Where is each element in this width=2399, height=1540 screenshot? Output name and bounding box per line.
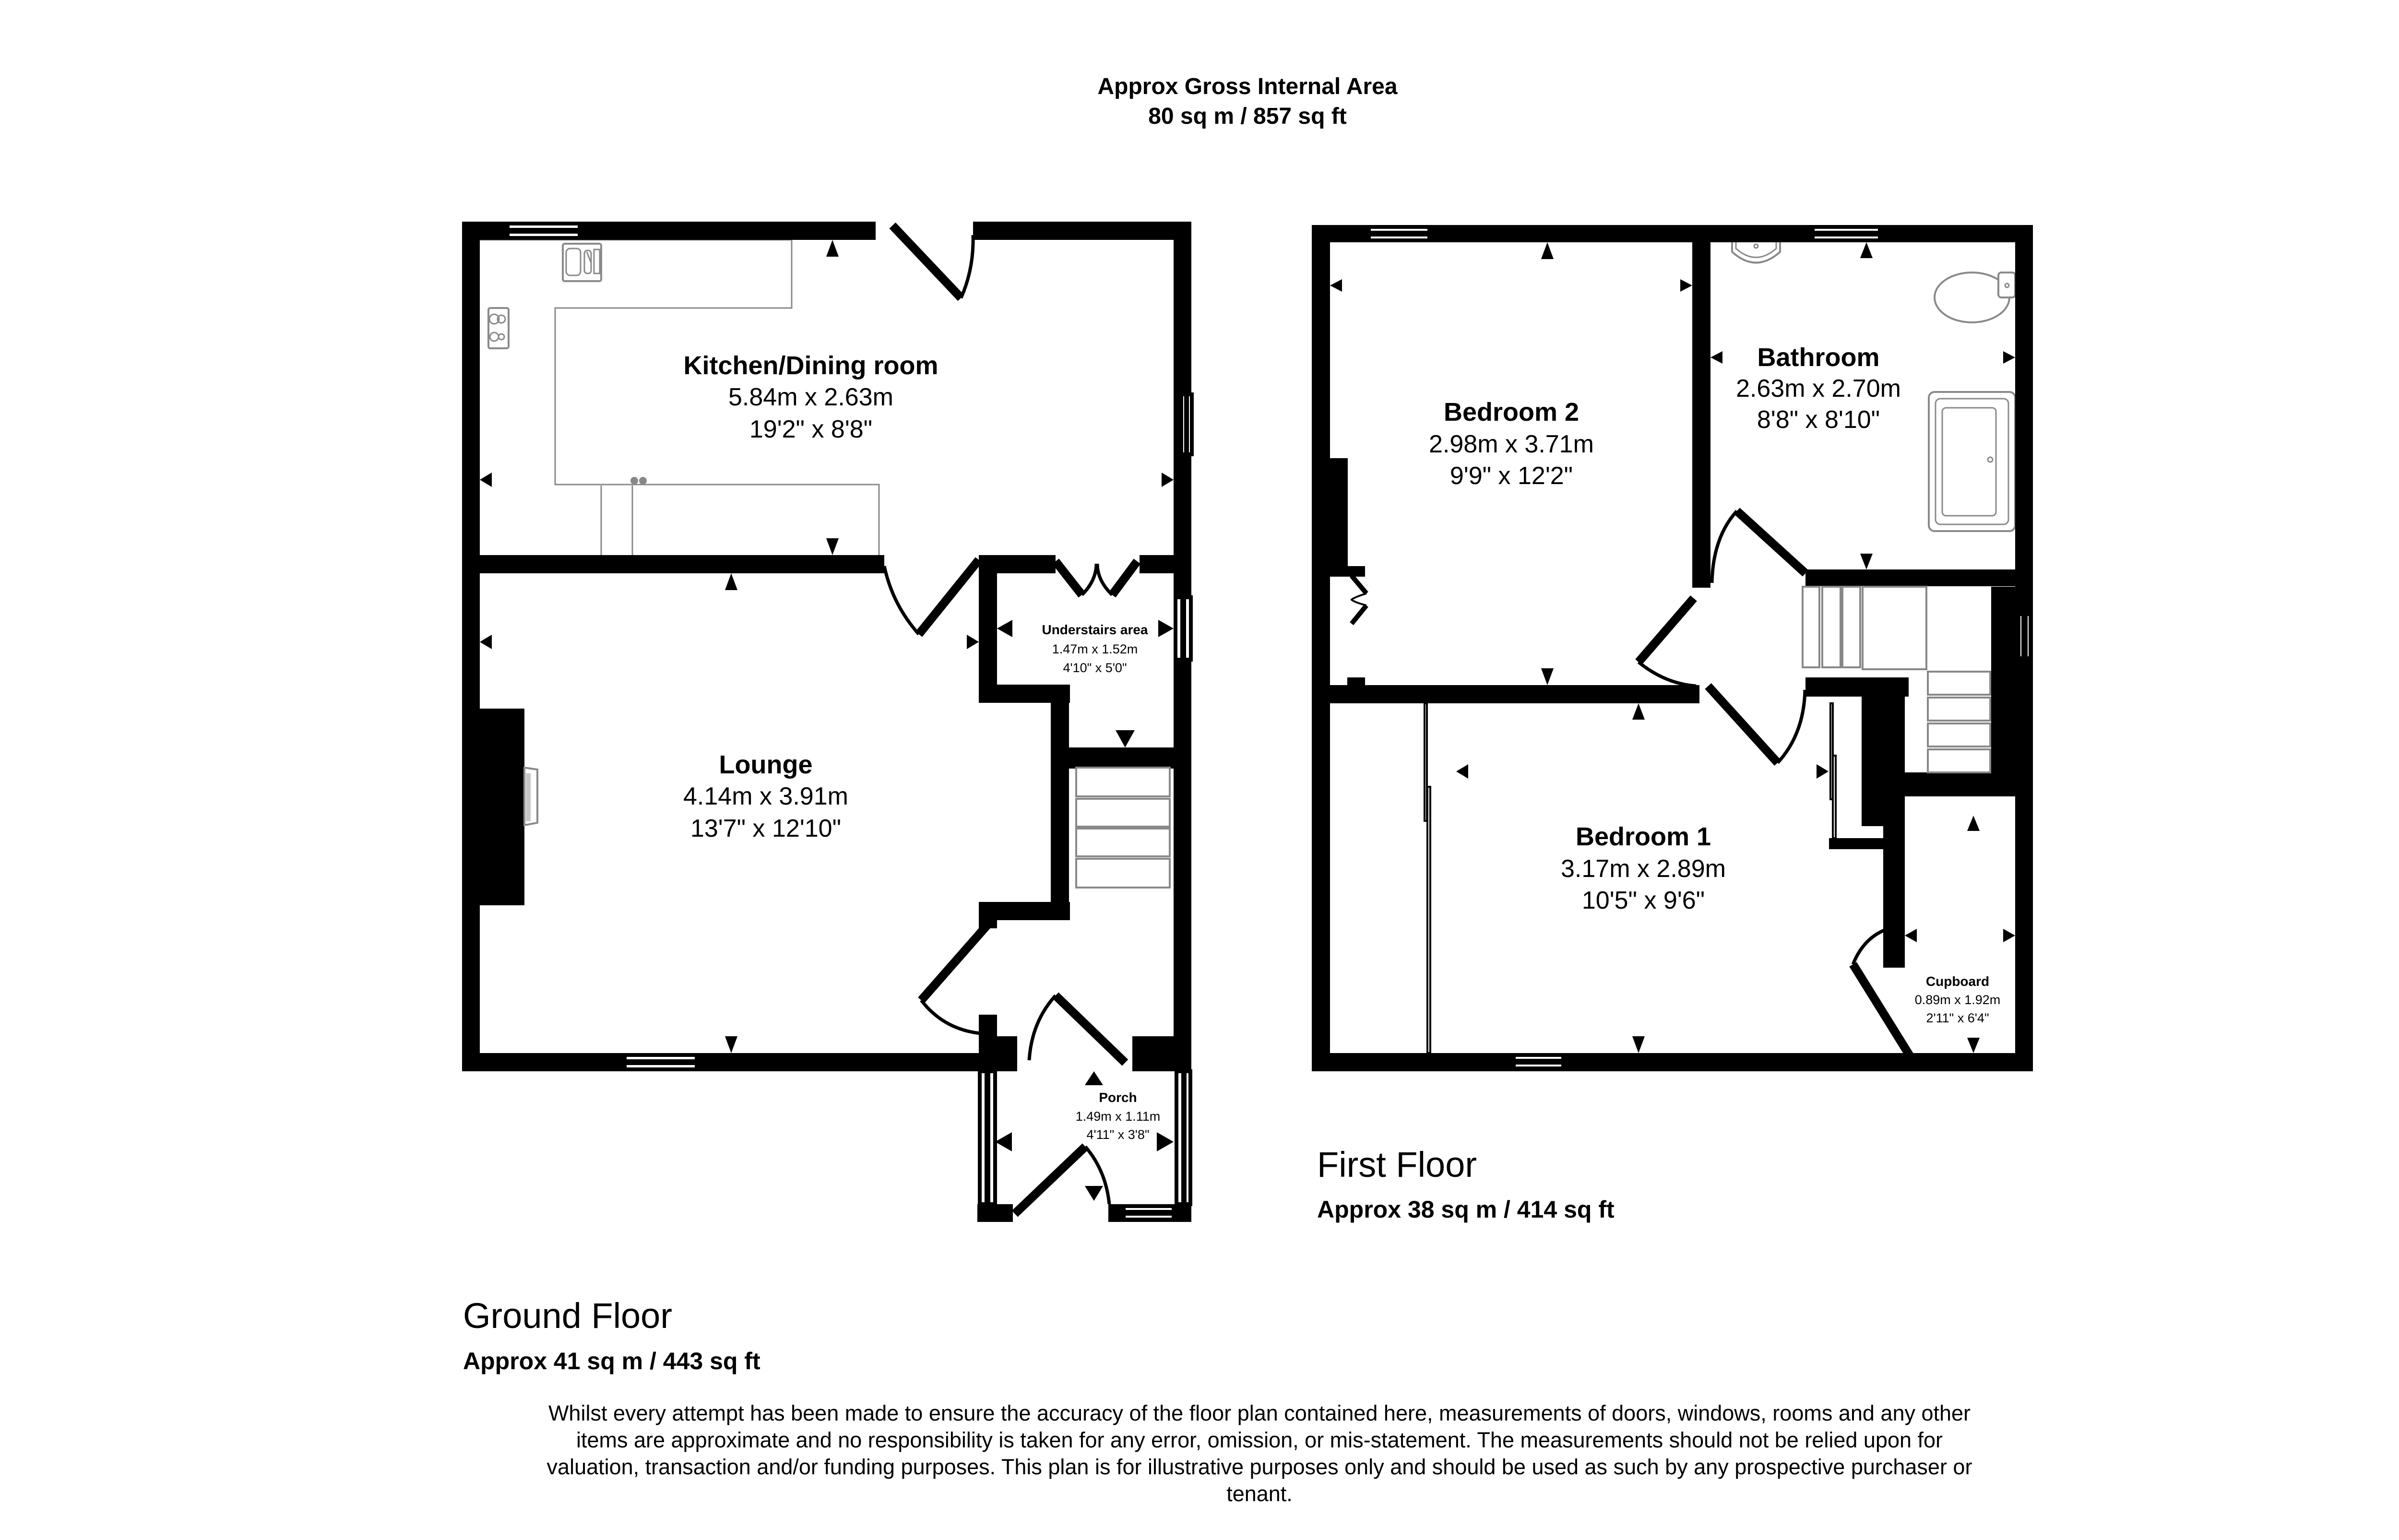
hall-porch-door (1027, 992, 1128, 1066)
understairs-imperial: 4'10" x 5'0" (1063, 661, 1127, 675)
stairs-right-wall (1991, 587, 2015, 796)
bathroom-bottom-wall (1805, 569, 2033, 586)
room-bedroom2: Bedroom 2 2.98m x 3.71m 9'9" x 12'2" (1429, 398, 1594, 490)
bedroom2-metric: 2.98m x 3.71m (1429, 430, 1594, 458)
first-stairs (1802, 586, 1991, 773)
bedroom1-name: Bedroom 1 (1576, 822, 1711, 851)
fireplace-icon (523, 766, 538, 827)
bathroom-door (1710, 508, 1809, 583)
room-lounge: Lounge 4.14m x 3.91m 13'7" x 12'10" (683, 750, 848, 842)
kitchen-lounge-wall (462, 555, 884, 573)
gross-internal-area: Approx Gross Internal Area 80 sq m / 857… (0, 72, 2399, 131)
wardrobe-bottom-stub (1347, 677, 1365, 687)
porch-metric: 1.49m x 1.11m (1076, 1109, 1161, 1124)
cupboard-door (1849, 924, 1913, 1058)
lounge-imperial: 13'7" x 12'10" (690, 815, 841, 842)
understairs-left-wall (979, 555, 997, 699)
lounge-window-bottom (623, 1053, 699, 1071)
lounge-chimney-breast (480, 709, 524, 905)
kitchen-window-top (506, 222, 582, 240)
cupboard-name: Cupboard (1926, 974, 1989, 989)
bedroom2-imperial: 9'9" x 12'2" (1450, 462, 1573, 490)
stairs-left-wall (1051, 685, 1069, 915)
first-wall-left (1312, 225, 1330, 1071)
cupboard-metric: 0.89m x 1.92m (1915, 993, 2001, 1007)
bedroom1-window (1512, 1053, 1565, 1070)
porch-wall-left-block (979, 1036, 1017, 1071)
ground-stairs (1075, 767, 1171, 888)
porch-wall-right-block (1132, 1036, 1191, 1071)
understairs-double-door (1052, 558, 1141, 598)
stair-divider-wall (1862, 677, 1883, 826)
first-measure-arrows (1330, 242, 2015, 1053)
wardrobe-top-stub (1347, 566, 1365, 577)
understairs-name: Understairs area (1042, 622, 1148, 637)
bedroom2-chimney (1330, 458, 1348, 576)
lounge-hall-door (918, 918, 994, 1036)
bedroom1-imperial: 10'5" x 9'6" (1582, 887, 1705, 914)
bathroom-metric: 2.63m x 2.70m (1736, 375, 1901, 403)
toilet-icon (1934, 272, 2016, 323)
porch-name: Porch (1099, 1090, 1137, 1105)
room-cupboard: Cupboard 0.89m x 1.92m 2'11" x 6'4" (1915, 974, 2001, 1025)
cupboard-left-wall (1883, 677, 1905, 968)
cupboard-imperial: 2'11" x 6'4" (1926, 1011, 1989, 1025)
kitchen-window-right (1179, 392, 1194, 456)
kitchen-back-door (889, 222, 975, 301)
first-floor-title: First Floor (1317, 1145, 1477, 1185)
kitchen-metric: 5.84m x 2.63m (728, 383, 893, 411)
lounge-name: Lounge (719, 750, 813, 779)
gia-title: Approx Gross Internal Area (1097, 74, 1398, 99)
porch-imperial: 4'11" x 3'8" (1086, 1127, 1149, 1142)
cupboard-ledge (1829, 838, 1905, 849)
room-bedroom1: Bedroom 1 3.17m x 2.89m 10'5" x 9'6" (1561, 822, 1726, 914)
porch-structure (977, 1069, 1192, 1222)
bedroom1-metric: 3.17m x 2.89m (1561, 855, 1726, 883)
room-kitchen: Kitchen/Dining room 5.84m x 2.63m 19'2" … (684, 351, 938, 443)
ground-wall-left (462, 222, 480, 1071)
bedroom2-bedroom1-wall (1330, 685, 1699, 703)
ground-floor-area: Approx 41 sq m / 443 sq ft (463, 1348, 760, 1374)
bedroom2-wardrobe-door (1350, 574, 1368, 626)
ground-measure-arrows (480, 240, 1174, 1201)
first-wall-bottom (1312, 1053, 2033, 1071)
hob-icon (487, 307, 510, 349)
lounge-metric: 4.14m x 3.91m (683, 782, 848, 810)
bedroom1-door (1705, 683, 1807, 766)
bath-icon (1928, 391, 2016, 532)
kitchen-name: Kitchen/Dining room (684, 351, 938, 380)
understairs-metric: 1.47m x 1.52m (1052, 642, 1138, 656)
bathroom-name: Bathroom (1758, 343, 1880, 372)
ground-floor-plan: Kitchen/Dining room 5.84m x 2.63m 19'2" … (462, 222, 1194, 1222)
gia-total: 80 sq m / 857 sq ft (1148, 104, 1347, 129)
bathroom-imperial: 8'8" x 8'10" (1757, 406, 1880, 434)
ground-wall-top-right (973, 222, 1191, 240)
understairs-bottom-wall (1069, 747, 1174, 769)
disclaimer: Whilst every attempt has been made to en… (546, 1401, 1972, 1506)
landing-window (2017, 612, 2032, 660)
first-wall-top (1312, 225, 2033, 242)
understairs-top-wall-right (1140, 555, 1191, 573)
bedroom2-window (1367, 225, 1431, 242)
bedroom2-name: Bedroom 2 (1444, 398, 1579, 426)
ground-wall-bottom-left (462, 1053, 995, 1071)
first-floor-plan: Bedroom 2 2.98m x 3.71m 9'9" x 12'2" Bat… (1312, 225, 2033, 1071)
ground-floor-title: Ground Floor (463, 1296, 672, 1336)
kitchen-imperial: 19'2" x 8'8" (749, 415, 872, 443)
first-floor-area: Approx 38 sq m / 414 sq ft (1317, 1196, 1615, 1223)
understairs-window (1174, 595, 1193, 662)
room-understairs: Understairs area 1.47m x 1.52m 4'10" x 5… (1042, 622, 1148, 675)
room-porch: Porch 1.49m x 1.11m 4'11" x 3'8" (1076, 1090, 1161, 1142)
bedroom1-right-wardrobe (1829, 702, 1837, 839)
bedroom1-left-wardrobe (1424, 702, 1431, 1054)
bathroom-window (1811, 225, 1882, 242)
landing-wall-mid (1839, 677, 1862, 694)
lounge-kitchen-door (882, 557, 983, 637)
bedroom2-door (1635, 595, 1697, 688)
room-bathroom: Bathroom 2.63m x 2.70m 8'8" x 8'10" (1736, 343, 1901, 434)
bedroom2-bathroom-wall-thick (1692, 242, 1710, 588)
sink-icon (562, 243, 602, 282)
